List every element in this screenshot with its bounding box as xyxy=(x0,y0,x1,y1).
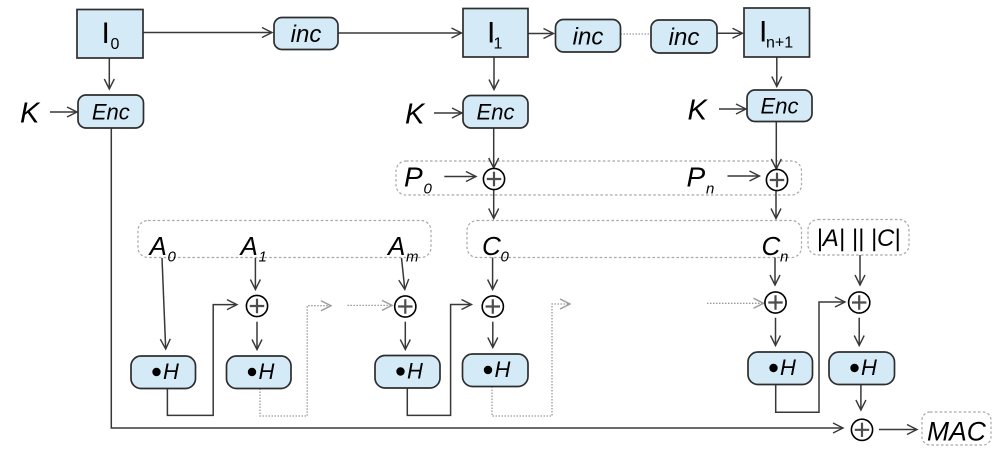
svg-text:I: I xyxy=(487,17,495,50)
svg-text:n: n xyxy=(780,249,788,266)
svg-text:A: A xyxy=(386,231,405,261)
svg-text:Enc: Enc xyxy=(477,100,515,125)
svg-text:H: H xyxy=(163,359,179,384)
svg-text:Enc: Enc xyxy=(92,100,130,125)
svg-text:0: 0 xyxy=(168,249,177,266)
svg-text:K: K xyxy=(688,95,709,127)
svg-text:MAC: MAC xyxy=(927,417,987,447)
svg-text:H: H xyxy=(259,359,275,384)
svg-text:H: H xyxy=(780,355,796,380)
svg-text:n: n xyxy=(706,181,714,198)
svg-text:I: I xyxy=(102,17,110,50)
svg-text:Enc: Enc xyxy=(761,94,799,119)
svg-text:|A| || |C|: |A| || |C| xyxy=(816,225,900,252)
svg-text:I: I xyxy=(759,16,767,49)
svg-text:A: A xyxy=(239,231,258,261)
svg-text:H: H xyxy=(495,357,511,382)
svg-text:P: P xyxy=(404,162,423,193)
svg-text:inc: inc xyxy=(573,24,604,51)
svg-text:K: K xyxy=(405,99,426,131)
svg-text:1: 1 xyxy=(259,249,267,266)
svg-text:0: 0 xyxy=(501,249,510,266)
svg-text:H: H xyxy=(861,355,877,380)
svg-text:K: K xyxy=(20,98,41,130)
svg-text:inc: inc xyxy=(669,24,700,51)
svg-text:C: C xyxy=(482,231,501,261)
svg-text:m: m xyxy=(406,249,419,266)
svg-text:1: 1 xyxy=(494,36,503,53)
svg-text:P: P xyxy=(687,162,706,193)
svg-text:C: C xyxy=(762,231,781,261)
svg-text:inc: inc xyxy=(291,21,322,48)
svg-text:n+1: n+1 xyxy=(766,35,793,52)
svg-text:H: H xyxy=(407,359,423,384)
svg-text:A: A xyxy=(148,231,167,261)
svg-text:0: 0 xyxy=(424,181,433,198)
svg-text:0: 0 xyxy=(111,36,120,53)
